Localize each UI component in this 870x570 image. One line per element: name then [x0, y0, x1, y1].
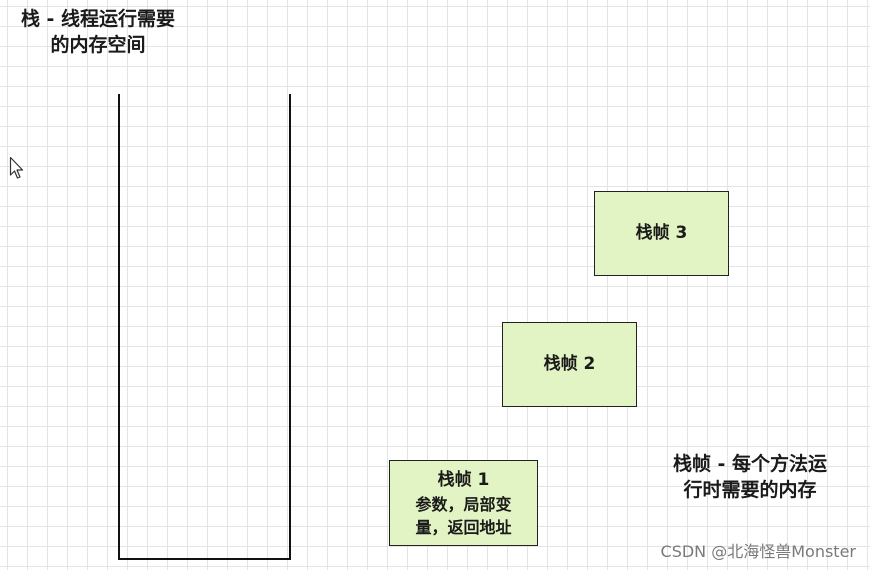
mouse-pointer-icon	[9, 156, 24, 179]
stack-frame-2-label: 栈帧 2	[543, 354, 596, 374]
stack-frame-1-desc-line1: 参数，局部变	[415, 494, 512, 514]
stack-frame-note: 栈帧 - 每个方法运 行时需要的内存	[655, 451, 845, 503]
stack-frame-note-line1: 栈帧 - 每个方法运	[672, 453, 828, 475]
stack-frame-3-label: 栈帧 3	[635, 223, 688, 243]
stack-title-note: 栈 - 线程运行需要 的内存空间	[6, 6, 190, 58]
stack-frame-2[interactable]: 栈帧 2	[502, 322, 637, 407]
stack-frame-3[interactable]: 栈帧 3	[594, 191, 729, 276]
stack-frame-1-desc-line2: 量，返回地址	[415, 517, 512, 537]
watermark: CSDN @北海怪兽Monster	[660, 542, 856, 561]
stack-frame-1-label: 栈帧 1	[437, 469, 490, 490]
stack-frame-note-line2: 行时需要的内存	[683, 479, 817, 501]
stack-title-line2: 的内存空间	[50, 34, 146, 56]
stack-frame-1[interactable]: 栈帧 1 参数，局部变 量，返回地址	[389, 460, 538, 546]
stack-container	[118, 94, 291, 560]
stack-title-line1: 栈 - 线程运行需要	[20, 8, 176, 30]
